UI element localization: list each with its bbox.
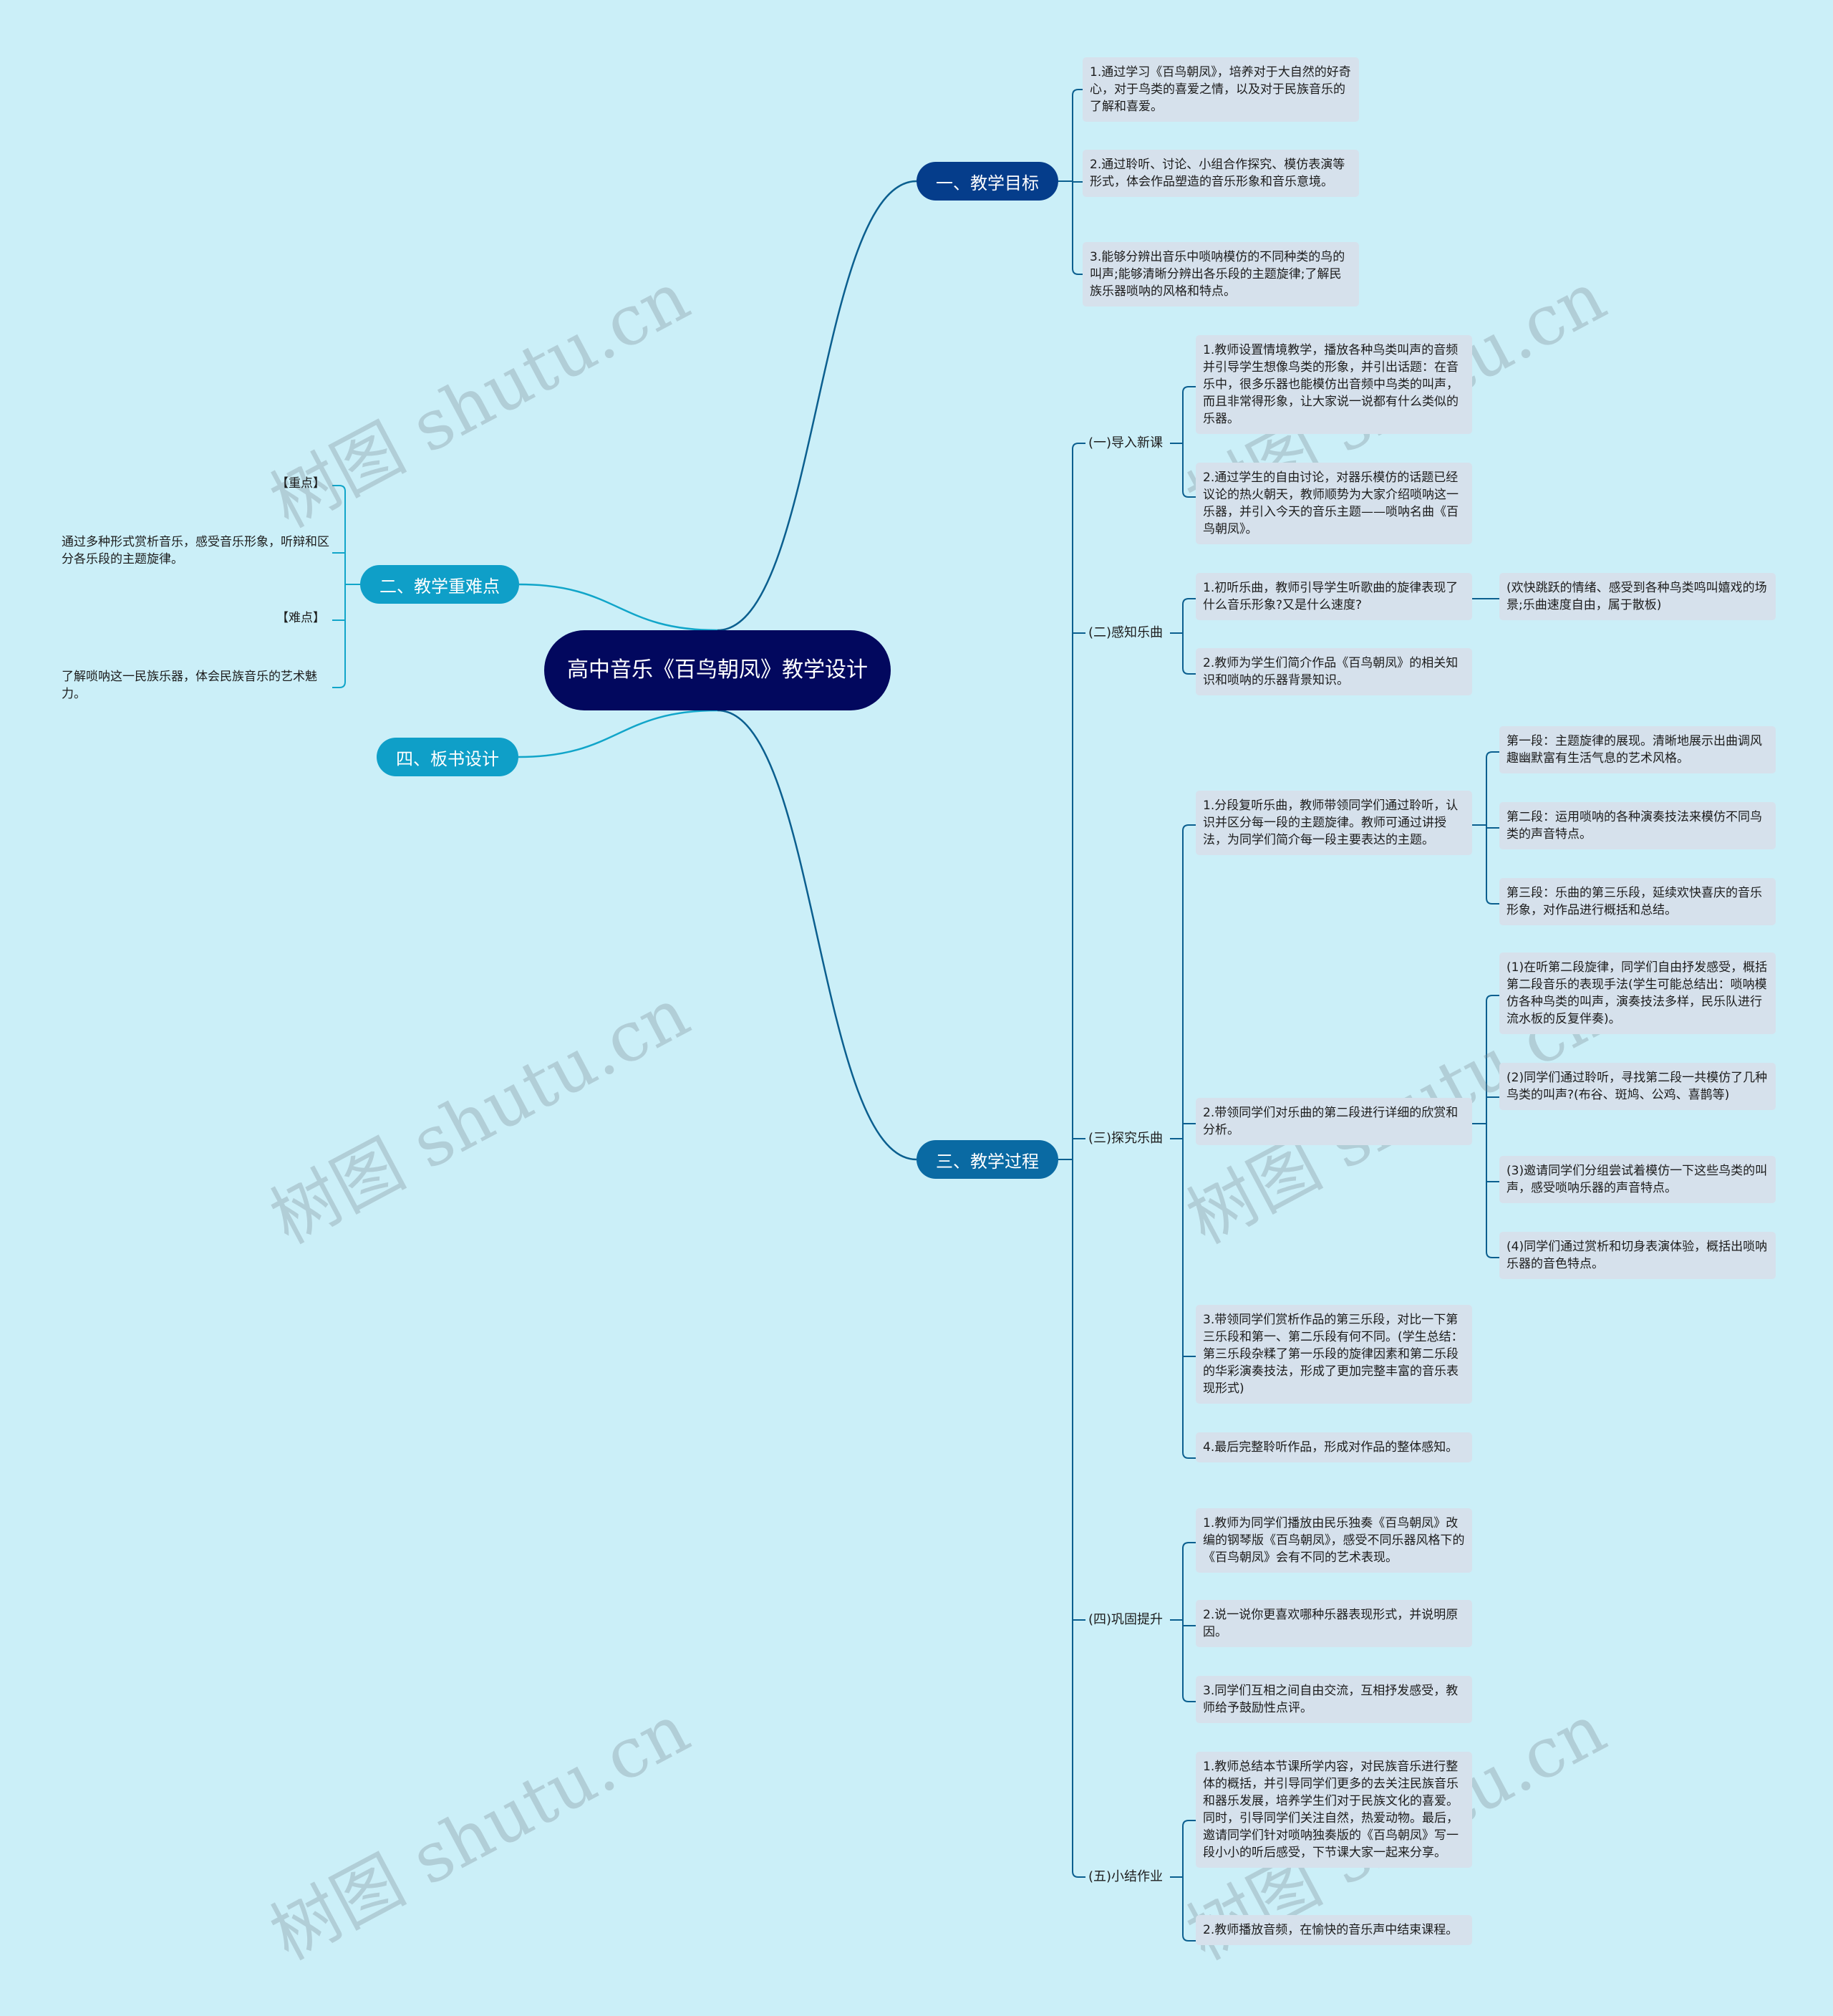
connector: [332, 485, 346, 492]
connector: [1182, 491, 1196, 498]
process-item[interactable]: 4.最后完整聆听作品，形成对作品的整体感知。: [1196, 1432, 1472, 1462]
branch-key-difficult-points[interactable]: 二、教学重难点: [360, 565, 519, 604]
connector: [1182, 1452, 1196, 1459]
process-item[interactable]: 1.分段复听乐曲，教师带领同学们通过聆听，认识并区分每一段的主题旋律。教师可通过…: [1196, 791, 1472, 855]
process-section-explore[interactable]: (三)探究乐曲: [1088, 1131, 1164, 1146]
connector: [1182, 1934, 1196, 1942]
connector: [717, 180, 917, 632]
connector: [1182, 1820, 1196, 1827]
branch-teaching-goals[interactable]: 一、教学目标: [916, 162, 1058, 201]
process-section-consolidate[interactable]: (四)巩固提升: [1088, 1612, 1164, 1627]
analysis-item[interactable]: (2)同学们通过聆听，寻找第二段一共模仿了几种鸟类的叫声?(布谷、斑鸠、公鸡、喜…: [1499, 1063, 1776, 1110]
segment-item[interactable]: 第一段：主题旋律的展现。清晰地展示出曲调风趣幽默富有生活气息的艺术风格。: [1499, 726, 1776, 773]
process-item[interactable]: 1.初听乐曲，教师引导学生听歌曲的旋律表现了什么音乐形象?又是什么速度?: [1196, 573, 1472, 620]
branch-board-design[interactable]: 四、板书设计: [377, 738, 518, 776]
process-item[interactable]: 1.教师为同学们播放由民乐独奏《百鸟朝凤》改编的钢琴版《百鸟朝凤》，感受不同乐器…: [1196, 1508, 1472, 1573]
difficult-point-label[interactable]: 【难点】: [276, 611, 325, 625]
connector: [1182, 386, 1196, 393]
process-item[interactable]: 2.教师为学生们简介作品《百鸟朝凤》的相关知识和唢呐的乐器背景知识。: [1196, 648, 1472, 695]
connector: [1182, 1542, 1196, 1549]
connector: [1182, 1695, 1196, 1702]
connector: [1182, 667, 1196, 675]
process-section-introduction[interactable]: (一)导入新课: [1088, 435, 1164, 450]
connector: [1072, 268, 1083, 275]
connector: [1486, 1251, 1499, 1258]
connector: [1072, 443, 1085, 450]
connector: [717, 709, 917, 1161]
process-item[interactable]: 3.同学们互相之间自由交流，互相抒发感受，教师给予鼓励性点评。: [1196, 1676, 1472, 1723]
connector: [1072, 89, 1083, 96]
process-item[interactable]: 3.带领同学们赏析作品的第三乐段，对比一下第三乐段和第一、第二乐段有何不同。(学…: [1196, 1305, 1472, 1404]
process-section-perceive[interactable]: (二)感知乐曲: [1088, 625, 1164, 640]
process-item[interactable]: 1.教师设置情境教学，播放各种鸟类叫声的音频并引导学生想像鸟类的形象，并引出话题…: [1196, 335, 1472, 434]
analysis-item[interactable]: (4)同学们通过赏析和切身表演体验，概括出唢呐乐器的音色特点。: [1499, 1232, 1776, 1279]
goal-item[interactable]: 3.能够分辨出音乐中唢呐模仿的不同种类的鸟的叫声;能够清晰分辨出各乐段的主题旋律…: [1083, 242, 1359, 307]
process-item[interactable]: 2.教师播放音频，在愉快的音乐声中结束课程。: [1196, 1915, 1472, 1945]
process-section-summary[interactable]: (五)小结作业: [1088, 1869, 1164, 1884]
segment-item[interactable]: 第二段：运用唢呐的各种演奏技法来模仿不同鸟类的声音特点。: [1499, 802, 1776, 849]
goal-item[interactable]: 1.通过学习《百鸟朝凤》，培养对于大自然的好奇心，对于鸟类的喜爱之情，以及对于民…: [1083, 57, 1359, 122]
process-item[interactable]: 2.通过学生的自由讨论，对器乐模仿的话题已经议论的热火朝天，教师顺势为大家介绍唢…: [1196, 463, 1472, 544]
connector: [518, 709, 718, 758]
process-item[interactable]: 1.教师总结本节课所学内容，对民族音乐进行整体的概括，并引导同学们更多的去关注民…: [1196, 1752, 1472, 1868]
goal-item[interactable]: 2.通过聆听、讨论、小组合作探究、模仿表演等形式，体会作品塑造的音乐形象和音乐意…: [1083, 150, 1359, 197]
segment-item[interactable]: 第三段：乐曲的第三乐段，延续欢快喜庆的音乐形象，对作品进行概括和总结。: [1499, 878, 1776, 925]
connector: [1486, 995, 1499, 1002]
connector: [1182, 598, 1196, 605]
root-topic[interactable]: 高中音乐《百鸟朝凤》教学设计: [544, 630, 891, 710]
connector: [518, 583, 718, 632]
process-answer[interactable]: (欢快跳跃的情绪、感受到各种鸟类鸣叫嬉戏的场景;乐曲速度自由，属于散板): [1499, 573, 1776, 620]
branch-teaching-process[interactable]: 三、教学过程: [916, 1140, 1058, 1179]
connector: [332, 681, 346, 688]
connector: [1072, 1871, 1085, 1878]
connector: [1182, 824, 1196, 831]
key-point-text[interactable]: 通过多种形式赏析音乐，感受音乐形象，听辩和区分各乐段的主题旋律。: [62, 535, 329, 566]
analysis-item[interactable]: (3)邀请同学们分组尝试着模仿一下这些鸟类的叫声，感受唢呐乐器的声音特点。: [1499, 1156, 1776, 1203]
connector: [1486, 897, 1499, 905]
process-item[interactable]: 2.带领同学们对乐曲的第二段进行详细的欣赏和分析。: [1196, 1098, 1472, 1145]
process-item[interactable]: 2.说一说你更喜欢哪种乐器表现形式，并说明原因。: [1196, 1600, 1472, 1647]
connector: [1486, 751, 1499, 758]
analysis-item[interactable]: (1)在听第二段旋律，同学们自由抒发感受，概括第二段音乐的表现手法(学生可能总结…: [1499, 952, 1776, 1034]
key-point-label[interactable]: 【重点】: [276, 476, 325, 491]
difficult-point-text[interactable]: 了解唢呐这一民族乐器，体会民族音乐的艺术魅力。: [62, 670, 317, 701]
